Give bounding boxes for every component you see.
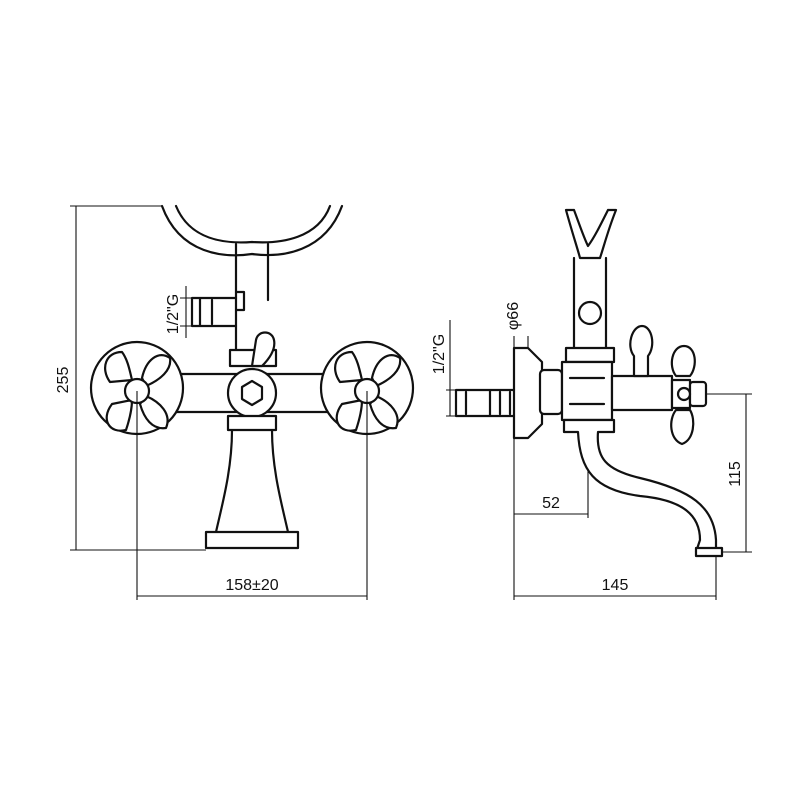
thread-outlet bbox=[190, 296, 238, 328]
dim-thread-side-label: 1/2"G bbox=[431, 334, 448, 374]
right-cross-handle bbox=[319, 340, 415, 436]
side-cradle-pivot bbox=[577, 300, 603, 326]
side-nut bbox=[538, 368, 564, 416]
dim-52-line bbox=[513, 438, 589, 600]
dim-dia-label: φ66 bbox=[505, 302, 522, 330]
cradle-arm bbox=[234, 290, 246, 312]
dim-158-label: 158±20 bbox=[225, 577, 278, 594]
side-body-detail bbox=[568, 376, 606, 406]
dim-145-line bbox=[514, 556, 717, 600]
dim-158-line bbox=[136, 391, 368, 600]
dim-52-label: 52 bbox=[542, 495, 560, 512]
dim-thread-side-line bbox=[446, 320, 456, 417]
side-cradle-stem bbox=[572, 256, 608, 352]
side-view: φ66 1/2"G 52 115 145 bbox=[431, 208, 752, 600]
side-body bbox=[560, 360, 614, 422]
base-pillar bbox=[204, 414, 300, 550]
front-view: 255 158±20 1/2"G bbox=[55, 204, 415, 600]
dim-255-label: 255 bbox=[55, 367, 72, 394]
side-aerator bbox=[694, 546, 724, 558]
side-cradle-fork bbox=[564, 208, 618, 260]
side-diverter bbox=[629, 324, 654, 378]
shower-cradle bbox=[160, 204, 344, 257]
dim-thread-front-label: 1/2"G bbox=[165, 294, 182, 334]
side-valve bbox=[610, 374, 674, 412]
side-cross-handle bbox=[670, 344, 708, 446]
wall-flange bbox=[512, 346, 544, 440]
dim-thread-front-line bbox=[180, 286, 192, 338]
dim-255-line bbox=[70, 205, 206, 551]
hex-nut bbox=[240, 379, 264, 407]
side-spout bbox=[562, 418, 718, 554]
side-inlet bbox=[454, 388, 516, 418]
dim-145-label: 145 bbox=[602, 577, 629, 594]
left-cross-handle bbox=[89, 340, 185, 436]
dim-dia-line bbox=[513, 336, 529, 348]
dim-115-line bbox=[706, 393, 752, 553]
side-collar bbox=[564, 346, 616, 364]
diverter-lever bbox=[250, 331, 276, 368]
dim-115-label: 115 bbox=[727, 461, 744, 487]
